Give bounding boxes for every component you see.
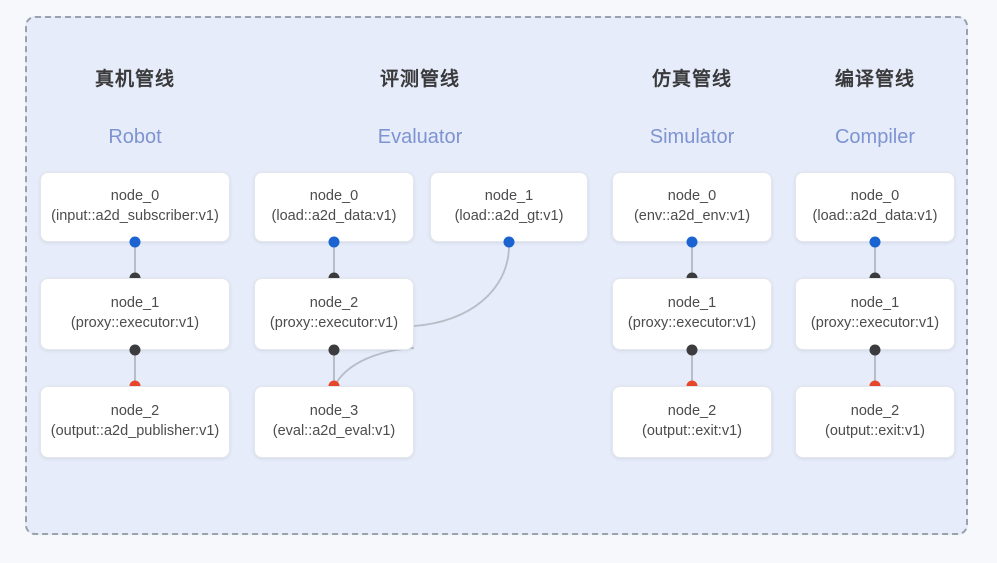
node-type: (proxy::executor:v1) bbox=[70, 315, 200, 331]
node-type: (load::a2d_data:v1) bbox=[812, 208, 938, 224]
edge-evaluator-0-2 bbox=[333, 242, 335, 278]
node-evaluator-node_2[interactable]: node_2 (proxy::executor:v1) bbox=[254, 278, 414, 350]
node-type: (output::exit:v1) bbox=[642, 423, 742, 439]
column-title-cn-robot: 真机管线 bbox=[94, 69, 175, 90]
node-id: node_2 bbox=[309, 295, 359, 312]
node-compiler-node_0[interactable]: node_0 (load::a2d_data:v1) bbox=[795, 172, 955, 242]
port-output-simulator-node_0[interactable] bbox=[686, 236, 698, 248]
node-id: node_2 bbox=[110, 403, 160, 420]
node-id: node_0 bbox=[110, 188, 160, 205]
node-evaluator-node_3[interactable]: node_3 (eval::a2d_eval:v1) bbox=[254, 386, 414, 458]
port-output-compiler-node_0[interactable] bbox=[869, 236, 881, 248]
edge-evaluator-2-3 bbox=[333, 350, 335, 386]
edge-simulator-0-1 bbox=[691, 242, 693, 278]
node-type: (proxy::executor:v1) bbox=[627, 315, 757, 331]
node-type: (eval::a2d_eval:v1) bbox=[272, 423, 396, 439]
edge-compiler-1-2 bbox=[874, 350, 876, 386]
node-id: node_1 bbox=[484, 188, 534, 205]
column-title-en-compiler: Compiler bbox=[834, 126, 916, 148]
node-id: node_2 bbox=[667, 403, 717, 420]
node-type: (output::a2d_publisher:v1) bbox=[50, 423, 220, 439]
node-type: (output::exit:v1) bbox=[825, 423, 925, 439]
node-evaluator-node_1[interactable]: node_1 (load::a2d_gt:v1) bbox=[430, 172, 588, 242]
node-id: node_0 bbox=[667, 188, 717, 205]
node-id: node_1 bbox=[850, 295, 900, 312]
node-type: (proxy::executor:v1) bbox=[269, 315, 399, 331]
node-evaluator-node_0[interactable]: node_0 (load::a2d_data:v1) bbox=[254, 172, 414, 242]
node-type: (env::a2d_env:v1) bbox=[633, 208, 751, 224]
node-id: node_3 bbox=[309, 403, 359, 420]
node-id: node_0 bbox=[309, 188, 359, 205]
port-output-evaluator-node_0[interactable] bbox=[328, 236, 340, 248]
column-title-en-robot: Robot bbox=[108, 126, 162, 148]
node-simulator-node_1[interactable]: node_1 (proxy::executor:v1) bbox=[612, 278, 772, 350]
column-title-en-simulator: Simulator bbox=[649, 126, 735, 148]
node-compiler-node_2[interactable]: node_2 (output::exit:v1) bbox=[795, 386, 955, 458]
column-title-en-evaluator: Evaluator bbox=[377, 126, 463, 148]
node-id: node_0 bbox=[850, 188, 900, 205]
node-id: node_1 bbox=[110, 295, 160, 312]
node-simulator-node_2[interactable]: node_2 (output::exit:v1) bbox=[612, 386, 772, 458]
column-title-cn-simulator: 仿真管线 bbox=[651, 69, 732, 90]
edge-robot-0-1 bbox=[134, 242, 136, 278]
port-output-robot-node_1[interactable] bbox=[129, 344, 141, 356]
column-title-cn-evaluator: 评测管线 bbox=[379, 69, 460, 90]
node-robot-node_2[interactable]: node_2 (output::a2d_publisher:v1) bbox=[40, 386, 230, 458]
port-output-evaluator-node_1[interactable] bbox=[503, 236, 515, 248]
port-output-simulator-node_1[interactable] bbox=[686, 344, 698, 356]
node-simulator-node_0[interactable]: node_0 (env::a2d_env:v1) bbox=[612, 172, 772, 242]
node-type: (input::a2d_subscriber:v1) bbox=[51, 208, 219, 224]
column-title-cn-compiler: 编译管线 bbox=[834, 69, 915, 90]
node-type: (load::a2d_gt:v1) bbox=[454, 208, 564, 224]
edge-compiler-0-1 bbox=[874, 242, 876, 278]
port-output-evaluator-node_2[interactable] bbox=[328, 344, 340, 356]
port-output-robot-node_0[interactable] bbox=[129, 236, 141, 248]
node-robot-node_1[interactable]: node_1 (proxy::executor:v1) bbox=[40, 278, 230, 350]
node-id: node_1 bbox=[667, 295, 717, 312]
port-output-compiler-node_1[interactable] bbox=[869, 344, 881, 356]
edge-robot-1-2 bbox=[134, 350, 136, 386]
node-robot-node_0[interactable]: node_0 (input::a2d_subscriber:v1) bbox=[40, 172, 230, 242]
node-type: (load::a2d_data:v1) bbox=[271, 208, 397, 224]
node-compiler-node_1[interactable]: node_1 (proxy::executor:v1) bbox=[795, 278, 955, 350]
edge-simulator-1-2 bbox=[691, 350, 693, 386]
node-type: (proxy::executor:v1) bbox=[810, 315, 940, 331]
node-id: node_2 bbox=[850, 403, 900, 420]
